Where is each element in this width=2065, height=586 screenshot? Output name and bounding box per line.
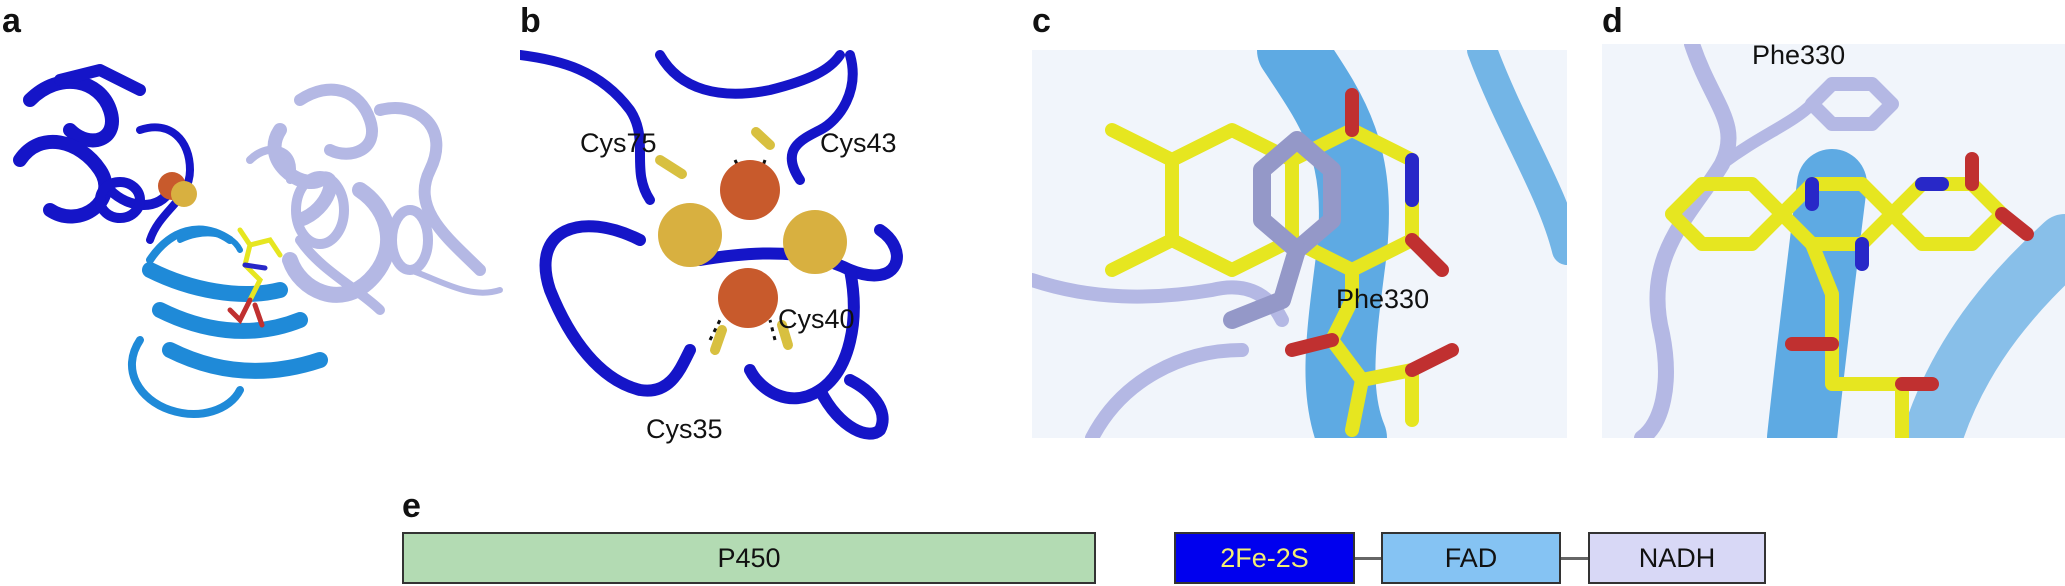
panel-b-fes-cluster bbox=[520, 50, 990, 450]
domain-2fe-2s-label: 2Fe-2S bbox=[1220, 542, 1309, 573]
sulfur-sphere bbox=[171, 181, 197, 207]
residue-label-cys40: Cys40 bbox=[778, 304, 855, 334]
panel-c-phe330-closeup bbox=[1032, 50, 1567, 438]
fad-isoalloxazine-sticks-d bbox=[1665, 152, 2034, 438]
panel-letter-c: c bbox=[1032, 2, 1051, 40]
linker-fad-nadh bbox=[1560, 557, 1588, 560]
fad-ligand-sticks bbox=[227, 227, 283, 328]
sulfur-atom-right bbox=[783, 210, 847, 274]
sulfur-atom-left bbox=[658, 203, 722, 267]
residue-label-cys75: Cys75 bbox=[580, 128, 657, 158]
protein-cartoon-image bbox=[13, 64, 503, 418]
residue-label-cys43: Cys43 bbox=[820, 128, 897, 158]
domain-nadh-label: NADH bbox=[1638, 542, 1716, 573]
residue-label-phe330-c: Phe330 bbox=[1336, 284, 1430, 314]
domain-p450-label: P450 bbox=[717, 542, 781, 573]
phe330-closeup-image bbox=[1032, 50, 1567, 438]
panel-d-phe330-closeup bbox=[1602, 44, 2065, 438]
panel-letter-e: e bbox=[402, 487, 421, 525]
linker-fes-fad bbox=[1354, 557, 1382, 560]
fes-loop-backbone bbox=[520, 50, 903, 440]
phe330-side-chain bbox=[1223, 131, 1341, 329]
iron-atom-upper bbox=[720, 160, 780, 220]
panel-letter-b: b bbox=[520, 2, 541, 40]
fad-isoalloxazine-sticks bbox=[1105, 88, 1459, 437]
domain-fad-label: FAD bbox=[1444, 542, 1498, 573]
phe330-alt-image bbox=[1634, 44, 2065, 438]
panel-a-overall-structure bbox=[0, 40, 520, 460]
phe330-side-chain-d bbox=[1805, 77, 1899, 131]
fes-domain-cartoon bbox=[13, 64, 194, 244]
residue-label-phe330-d: Phe330 bbox=[1752, 40, 1846, 70]
fad-domain-cartoon bbox=[127, 225, 328, 418]
domain-2fe-2s: 2Fe-2S bbox=[1174, 532, 1355, 584]
fes-cluster-image bbox=[520, 50, 903, 440]
panel-letter-d: d bbox=[1602, 2, 1623, 40]
domain-fad: FAD bbox=[1381, 532, 1561, 584]
panel-letter-a: a bbox=[2, 2, 21, 40]
domain-nadh: NADH bbox=[1588, 532, 1766, 584]
nadh-domain-cartoon bbox=[246, 83, 503, 315]
residue-label-cys35: Cys35 bbox=[646, 414, 723, 444]
iron-atom-lower bbox=[718, 268, 778, 328]
domain-p450: P450 bbox=[402, 532, 1096, 584]
